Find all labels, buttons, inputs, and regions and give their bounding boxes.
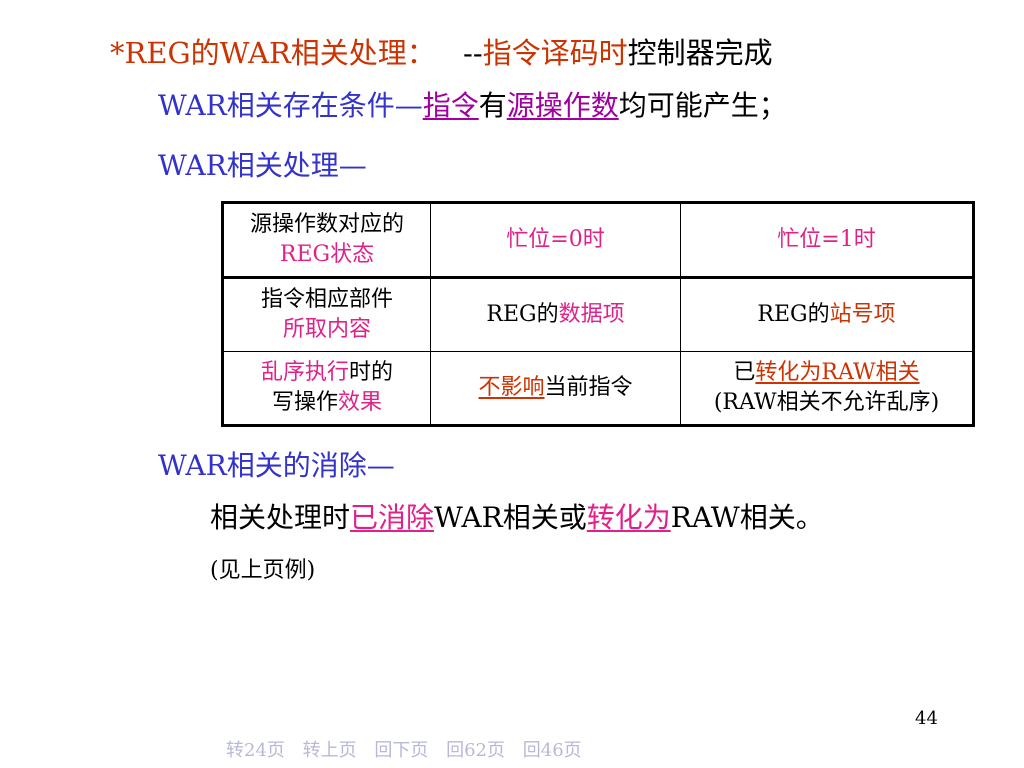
elim-part-c: WAR相关或 [434,501,587,534]
cell-text: 当前指令 [544,375,633,401]
table-cell: 忙位=1时 [680,201,974,280]
nav-link-next-page[interactable]: 回下页 [374,740,429,761]
note-text: (见上页例) [210,558,316,583]
condition-line: WAR相关存在条件—指令有源操作数均可能产生； [158,84,787,124]
cell-text: 写操作 [271,390,338,416]
cell-text: 不影响 [478,375,545,401]
heading-dash: -- [463,36,483,70]
condition-label: WAR相关存在条件— [158,89,423,122]
nav-link-prev-page[interactable]: 转上页 [302,740,357,761]
elim-part-a: 相关处理时 [210,501,351,534]
nav-link-back-46[interactable]: 回46页 [522,740,582,761]
cell-text: 时的 [349,360,394,386]
cell-text: 已 [733,360,756,386]
cell-text: 源操作数对应的 [249,212,404,238]
cell-text: 转化为RAW相关 [755,360,920,386]
nav-links: 转24页 转上页 回下页 回62页 回46页 [226,736,594,762]
elim-part-d: 转化为 [586,501,671,534]
table-row: 乱序执行时的 写操作效果 不影响当前指令 已转化为RAW相关 (RAW相关不允许… [222,351,974,426]
condition-rest: 均可能产生； [618,89,787,122]
condition-source-operand: 源操作数 [506,89,619,122]
table-row: 源操作数对应的 REG状态 忙位=0时 忙位=1时 [222,201,974,280]
cell-text: REG的 [757,302,830,328]
table-cell: 指令相应部件 所取内容 [222,277,431,353]
table-cell: 忙位=0时 [430,201,681,280]
page-number: 44 [915,708,938,729]
heading-rest: 控制器完成 [627,36,773,70]
cell-text: 数据项 [558,302,625,328]
cell-text: REG的 [486,302,559,328]
nav-link-back-62[interactable]: 回62页 [446,740,506,761]
processing-label: WAR相关处理— [158,149,367,182]
cell-text: (RAW相关不允许乱序) [713,390,940,416]
table-cell: REG的站号项 [680,277,974,353]
cell-text: 站号项 [829,302,896,328]
elimination-label: WAR相关的消除— [158,449,395,482]
cell-text: REG状态 [279,242,375,268]
heading-line: *REG的WAR相关处理： --指令译码时控制器完成 [110,30,773,72]
table-row: 指令相应部件 所取内容 REG的数据项 REG的站号项 [222,277,974,353]
elim-part-e: RAW相关。 [670,501,824,534]
cell-text: 效果 [338,390,383,416]
cell-text: 乱序执行 [260,360,349,386]
condition-have: 有 [478,89,507,122]
condition-instruction: 指令 [422,89,479,122]
cell-text: 所取内容 [282,317,371,343]
heading-prefix: *REG的WAR相关处理： [110,36,436,70]
war-table: 源操作数对应的 REG状态 忙位=0时 忙位=1时 指令相应部件 所取内容 RE… [221,201,975,427]
table-cell: REG的数据项 [430,277,681,353]
nav-link-goto-24[interactable]: 转24页 [226,740,285,761]
cell-text: 指令相应部件 [260,287,393,313]
table-cell: 乱序执行时的 写操作效果 [222,351,431,426]
heading-emphasis: 指令译码时 [482,36,628,70]
elim-part-b: 已消除 [350,501,435,534]
table-cell: 源操作数对应的 REG状态 [222,201,431,280]
table-cell: 已转化为RAW相关 (RAW相关不允许乱序) [680,351,974,426]
elimination-line: 相关处理时已消除WAR相关或转化为RAW相关。 [210,496,824,536]
table-cell: 不影响当前指令 [430,351,681,426]
